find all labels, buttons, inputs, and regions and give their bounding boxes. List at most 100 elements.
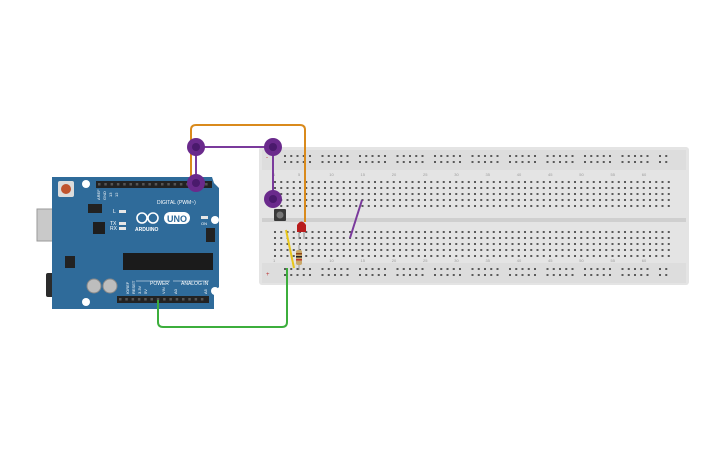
breadboard-hole[interactable] — [349, 187, 351, 189]
breadboard-hole[interactable] — [496, 155, 499, 157]
header-pin[interactable] — [179, 183, 183, 186]
breadboard-hole[interactable] — [317, 249, 320, 251]
breadboard-hole[interactable] — [617, 187, 620, 189]
breadboard-hole[interactable] — [542, 237, 545, 239]
breadboard-hole[interactable] — [617, 205, 620, 207]
breadboard-hole[interactable] — [452, 161, 455, 163]
breadboard-hole[interactable] — [486, 243, 489, 245]
breadboard-hole[interactable] — [530, 187, 533, 189]
breadboard-hole[interactable] — [661, 205, 664, 207]
breadboard-hole[interactable] — [492, 181, 495, 183]
breadboard-hole[interactable] — [642, 255, 645, 257]
breadboard-hole[interactable] — [386, 237, 389, 239]
breadboard-hole[interactable] — [555, 255, 558, 257]
breadboard-hole[interactable] — [424, 187, 426, 189]
breadboard-hole[interactable] — [661, 237, 664, 239]
breadboard-hole[interactable] — [459, 155, 461, 157]
breadboard-hole[interactable] — [484, 161, 486, 163]
breadboard-hole[interactable] — [442, 187, 445, 189]
breadboard-hole[interactable] — [399, 255, 401, 257]
header-pin[interactable] — [104, 183, 107, 186]
breadboard-hole[interactable] — [286, 205, 289, 207]
breadboard-hole[interactable] — [430, 237, 433, 239]
breadboard-hole[interactable] — [536, 237, 539, 239]
breadboard-hole[interactable] — [524, 255, 526, 257]
breadboard-hole[interactable] — [527, 161, 530, 163]
breadboard-hole[interactable] — [384, 268, 386, 270]
breadboard-hole[interactable] — [552, 274, 555, 276]
breadboard-hole[interactable] — [486, 237, 489, 239]
breadboard-hole[interactable] — [455, 243, 458, 245]
breadboard-hole[interactable] — [592, 231, 595, 233]
breadboard-hole[interactable] — [567, 187, 570, 189]
breadboard-hole[interactable] — [517, 199, 520, 201]
breadboard-hole[interactable] — [380, 243, 383, 245]
breadboard-hole[interactable] — [642, 205, 645, 207]
breadboard-hole[interactable] — [377, 161, 380, 163]
breadboard-hole[interactable] — [490, 155, 493, 157]
breadboard-hole[interactable] — [342, 181, 345, 183]
breadboard-hole[interactable] — [349, 205, 351, 207]
breadboard-hole[interactable] — [524, 231, 526, 233]
breadboard-hole[interactable] — [405, 205, 408, 207]
breadboard-hole[interactable] — [636, 187, 639, 189]
breadboard-hole[interactable] — [486, 193, 489, 195]
breadboard-hole[interactable] — [367, 199, 370, 201]
breadboard-hole[interactable] — [455, 231, 458, 233]
breadboard-hole[interactable] — [599, 205, 601, 207]
breadboard-hole[interactable] — [509, 274, 511, 276]
breadboard-hole[interactable] — [430, 205, 433, 207]
power-analog-header[interactable] — [117, 296, 209, 303]
header-pin[interactable] — [123, 183, 126, 186]
breadboard-hole[interactable] — [292, 205, 295, 207]
breadboard-hole[interactable] — [461, 237, 464, 239]
breadboard-hole[interactable] — [571, 274, 574, 276]
breadboard-hole[interactable] — [642, 187, 645, 189]
breadboard-hole[interactable] — [324, 187, 326, 189]
breadboard-hole[interactable] — [399, 231, 401, 233]
breadboard-hole[interactable] — [355, 237, 358, 239]
breadboard-hole[interactable] — [411, 255, 414, 257]
breadboard-hole[interactable] — [511, 255, 514, 257]
breadboard-hole[interactable] — [555, 237, 558, 239]
breadboard-hole[interactable] — [359, 274, 361, 276]
breadboard-hole[interactable] — [634, 268, 636, 270]
breadboard-hole[interactable] — [524, 243, 526, 245]
breadboard-hole[interactable] — [509, 155, 511, 157]
breadboard-hole[interactable] — [599, 199, 601, 201]
header-pin[interactable] — [205, 183, 208, 186]
breadboard-hole[interactable] — [636, 249, 639, 251]
breadboard-hole[interactable] — [480, 255, 483, 257]
breadboard-hole[interactable] — [636, 231, 639, 233]
breadboard-hole[interactable] — [274, 237, 276, 239]
breadboard-hole[interactable] — [605, 231, 608, 233]
breadboard-hole[interactable] — [411, 181, 414, 183]
breadboard-hole[interactable] — [449, 181, 451, 183]
header-pin[interactable] — [200, 298, 204, 301]
breadboard-hole[interactable] — [642, 243, 645, 245]
breadboard-hole[interactable] — [396, 155, 399, 157]
breadboard-hole[interactable] — [627, 274, 630, 276]
breadboard-hole[interactable] — [646, 155, 649, 157]
breadboard-hole[interactable] — [405, 243, 408, 245]
breadboard-hole[interactable] — [561, 249, 564, 251]
breadboard-hole[interactable] — [580, 249, 583, 251]
breadboard-hole[interactable] — [474, 249, 476, 251]
breadboard-hole[interactable] — [355, 199, 358, 201]
breadboard-hole[interactable] — [561, 193, 564, 195]
breadboard-hole[interactable] — [611, 249, 614, 251]
breadboard-hole[interactable] — [455, 199, 458, 201]
breadboard-hole[interactable] — [517, 243, 520, 245]
green-wire[interactable] — [157, 268, 288, 328]
breadboard-hole[interactable] — [396, 161, 399, 163]
breadboard-hole[interactable] — [561, 181, 564, 183]
header-pin[interactable] — [175, 298, 179, 301]
breadboard-hole[interactable] — [534, 274, 536, 276]
breadboard-hole[interactable] — [655, 237, 658, 239]
breadboard-hole[interactable] — [415, 274, 418, 276]
breadboard-hole[interactable] — [655, 181, 658, 183]
breadboard-hole[interactable] — [471, 155, 474, 157]
breadboard-hole[interactable] — [299, 187, 301, 189]
breadboard-hole[interactable] — [492, 249, 495, 251]
breadboard-hole[interactable] — [530, 193, 533, 195]
